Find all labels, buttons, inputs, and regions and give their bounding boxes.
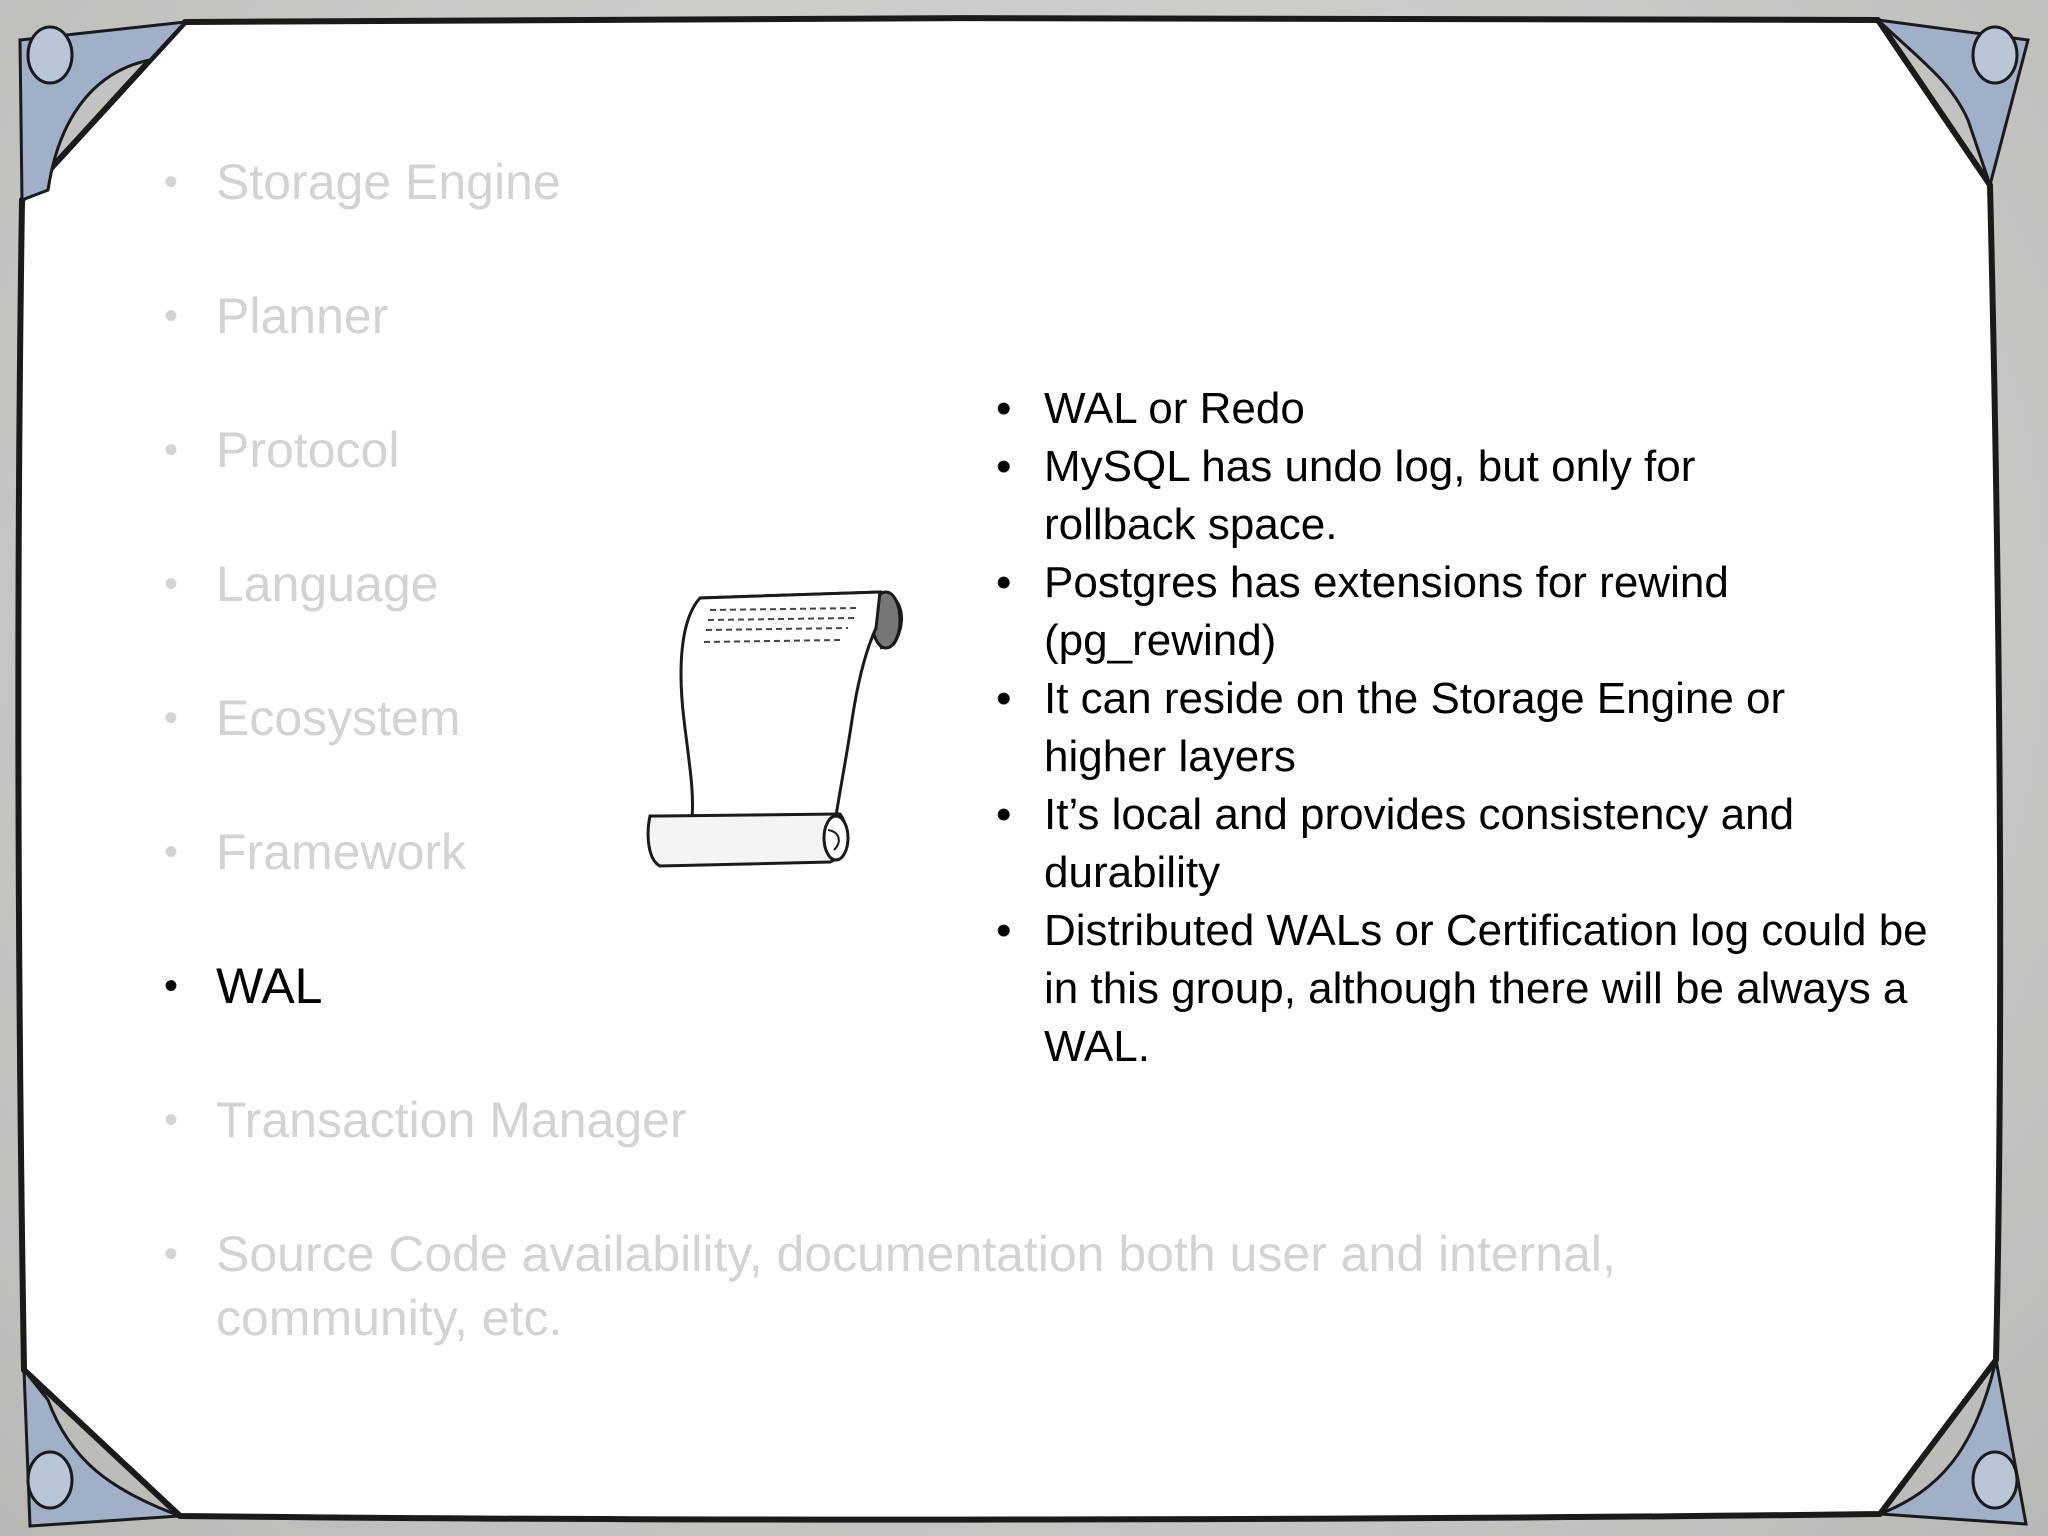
outline-item-label: Storage Engine (216, 154, 561, 210)
corner-ornament-tr (1873, 17, 2030, 191)
bullet-icon: • (164, 428, 179, 472)
bullet-icon: • (164, 830, 179, 874)
detail-item-text: It can reside on the Storage Engine or h… (1044, 674, 1786, 781)
corner-ornament-br (1879, 1359, 2028, 1526)
detail-item: • Postgres has extensions for rewind (pg… (990, 554, 1990, 670)
outline-item-planner: • Planner (156, 284, 1756, 418)
outline-item-label: Planner (216, 288, 389, 344)
outline-item-label: WAL (216, 958, 323, 1014)
bullet-icon: • (164, 1232, 179, 1276)
outline-item-label: Language (216, 556, 439, 612)
bullet-icon: • (996, 674, 1012, 723)
corner-ornament-tl (18, 20, 189, 203)
outline-item-protocol: • Protocol (156, 418, 1756, 552)
detail-item: • MySQL has undo log, but only for rollb… (990, 438, 1990, 554)
bullet-icon: • (164, 294, 179, 338)
detail-item-text: Postgres has extensions for rewind (pg_r… (1044, 558, 1729, 665)
detail-list: • WAL or Redo • MySQL has undo log, but … (990, 380, 1990, 1076)
detail-item-text: WAL or Redo (1044, 384, 1305, 433)
bullet-icon: • (996, 558, 1012, 607)
outline-item-storage-engine: • Storage Engine (156, 150, 1756, 284)
bullet-icon: • (996, 384, 1012, 433)
detail-item-text: It’s local and provides consistency and … (1044, 790, 1795, 897)
outline-list: • Storage Engine • Planner • Protocol • … (156, 150, 1756, 1350)
outline-item-source-code: • Source Code availability, documentatio… (156, 1222, 1676, 1350)
outline-item-label: Framework (216, 824, 467, 880)
outline-item-label: Protocol (216, 422, 400, 478)
outline-item-label: Ecosystem (216, 690, 461, 746)
detail-item: • Distributed WALs or Certification log … (990, 902, 1990, 1076)
detail-item-text: MySQL has undo log, but only for rollbac… (1044, 442, 1696, 549)
outline-item-wal: • WAL (156, 954, 1756, 1088)
detail-item: • It can reside on the Storage Engine or… (990, 670, 1990, 786)
bullet-icon: • (996, 906, 1012, 955)
detail-item: • It’s local and provides consistency an… (990, 786, 1990, 902)
detail-item: • WAL or Redo (990, 380, 1990, 438)
bullet-icon: • (996, 442, 1012, 491)
bullet-icon: • (164, 696, 179, 740)
corner-ornament-bl (22, 1365, 181, 1528)
bullet-icon: • (164, 160, 179, 204)
outline-item-ecosystem: • Ecosystem (156, 686, 1756, 820)
outline-item-framework: • Framework (156, 820, 1756, 954)
outline-item-label: Transaction Manager (216, 1092, 687, 1148)
outline-item-label: Source Code availability, documentation … (216, 1226, 1616, 1346)
bullet-icon: • (164, 964, 179, 1008)
outline-item-language: • Language (156, 552, 1756, 686)
detail-item-text: Distributed WALs or Certification log co… (1044, 906, 1928, 1071)
bullet-icon: • (996, 790, 1012, 839)
outline-item-transaction-manager: • Transaction Manager (156, 1088, 1756, 1222)
scroll-icon (646, 590, 903, 868)
bullet-icon: • (164, 562, 179, 606)
bullet-icon: • (164, 1098, 179, 1142)
